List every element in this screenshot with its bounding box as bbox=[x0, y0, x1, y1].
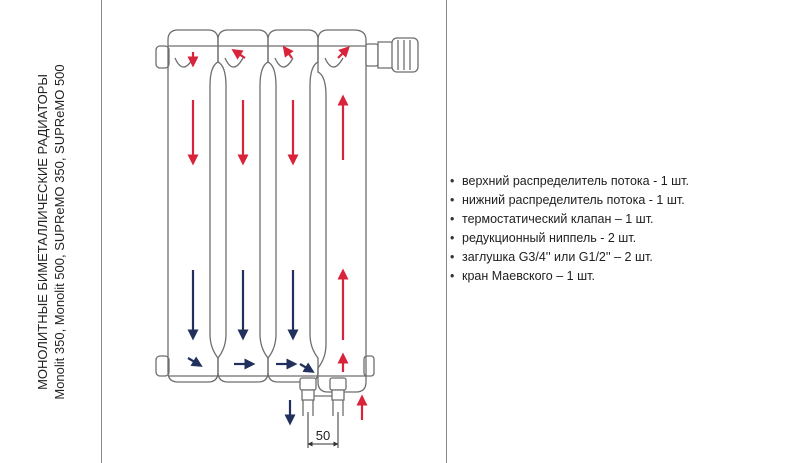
inlet-nipple bbox=[299, 377, 317, 391]
component-label: кран Маевского – 1 шт. bbox=[462, 269, 595, 283]
bullet-icon: • bbox=[450, 231, 455, 245]
flow-arrow-icon bbox=[187, 356, 203, 367]
left-divider bbox=[101, 0, 102, 463]
top-left-plug bbox=[155, 45, 170, 69]
right-divider bbox=[446, 0, 447, 463]
component-item: • кран Маевского – 1 шт. bbox=[450, 267, 790, 286]
section-4 bbox=[317, 29, 367, 393]
bullet-icon: • bbox=[450, 174, 455, 188]
bullet-icon: • bbox=[450, 212, 455, 226]
flow-arrow-icon bbox=[299, 362, 315, 373]
radiator-diagram: 50 bbox=[155, 29, 419, 448]
top-channel-3 bbox=[274, 57, 294, 68]
thermostatic-valve-icon bbox=[365, 37, 419, 73]
title-line-1: МОНОЛИТНЫЕ БИМЕТАЛЛИЧЕСКИЕ РАДИАТОРЫ bbox=[35, 73, 50, 390]
top-channel-1 bbox=[174, 57, 194, 68]
flow-arrow-icon bbox=[282, 45, 294, 59]
title-line-2: Monolit 350, Monolit 500, SUPReMO 350, S… bbox=[52, 63, 67, 400]
flow-arrow-icon bbox=[337, 46, 350, 59]
outlet-nipple bbox=[329, 377, 347, 391]
component-label: верхний распределитель потока - 1 шт. bbox=[462, 174, 689, 188]
component-item: • нижний распределитель потока - 1 шт. bbox=[450, 191, 790, 210]
component-label: заглушка G3/4'' или G1/2'' – 2 шт. bbox=[462, 250, 653, 264]
component-item: • заглушка G3/4'' или G1/2'' – 2 шт. bbox=[450, 248, 790, 267]
bullet-icon: • bbox=[450, 250, 455, 264]
dimension-marker bbox=[307, 412, 339, 448]
flow-arrow-icon bbox=[231, 48, 246, 60]
dimension-label: 50 bbox=[316, 428, 330, 443]
components-list: • верхний распределитель потока - 1 шт. • н… bbox=[450, 172, 790, 286]
component-item: • верхний распределитель потока - 1 шт. bbox=[450, 172, 790, 191]
top-channel-4 bbox=[324, 57, 344, 68]
component-label: нижний распределитель потока - 1 шт. bbox=[462, 193, 685, 207]
rotated-title: МОНОЛИТНЫЕ БИМЕТАЛЛИЧЕСКИЕ РАДИАТОРЫ Mon… bbox=[34, 12, 68, 452]
component-label: термостатический клапан – 1 шт. bbox=[462, 212, 654, 226]
radiator-body bbox=[155, 29, 375, 393]
bullet-icon: • bbox=[450, 269, 455, 283]
rotated-title-panel: МОНОЛИТНЫЕ БИМЕТАЛЛИЧЕСКИЕ РАДИАТОРЫ Mon… bbox=[1, 0, 101, 463]
component-label: редукционный ниппель - 2 шт. bbox=[462, 231, 637, 245]
component-item: • редукционный ниппель - 2 шт. bbox=[450, 229, 790, 248]
component-item: • термостатический клапан – 1 шт. bbox=[450, 210, 790, 229]
bullet-icon: • bbox=[450, 193, 455, 207]
bottom-connections bbox=[299, 377, 347, 416]
section-1 bbox=[167, 29, 219, 383]
bottom-left-plug bbox=[155, 355, 170, 377]
bottom-right-plug bbox=[363, 355, 375, 377]
top-channel-2 bbox=[224, 57, 244, 68]
